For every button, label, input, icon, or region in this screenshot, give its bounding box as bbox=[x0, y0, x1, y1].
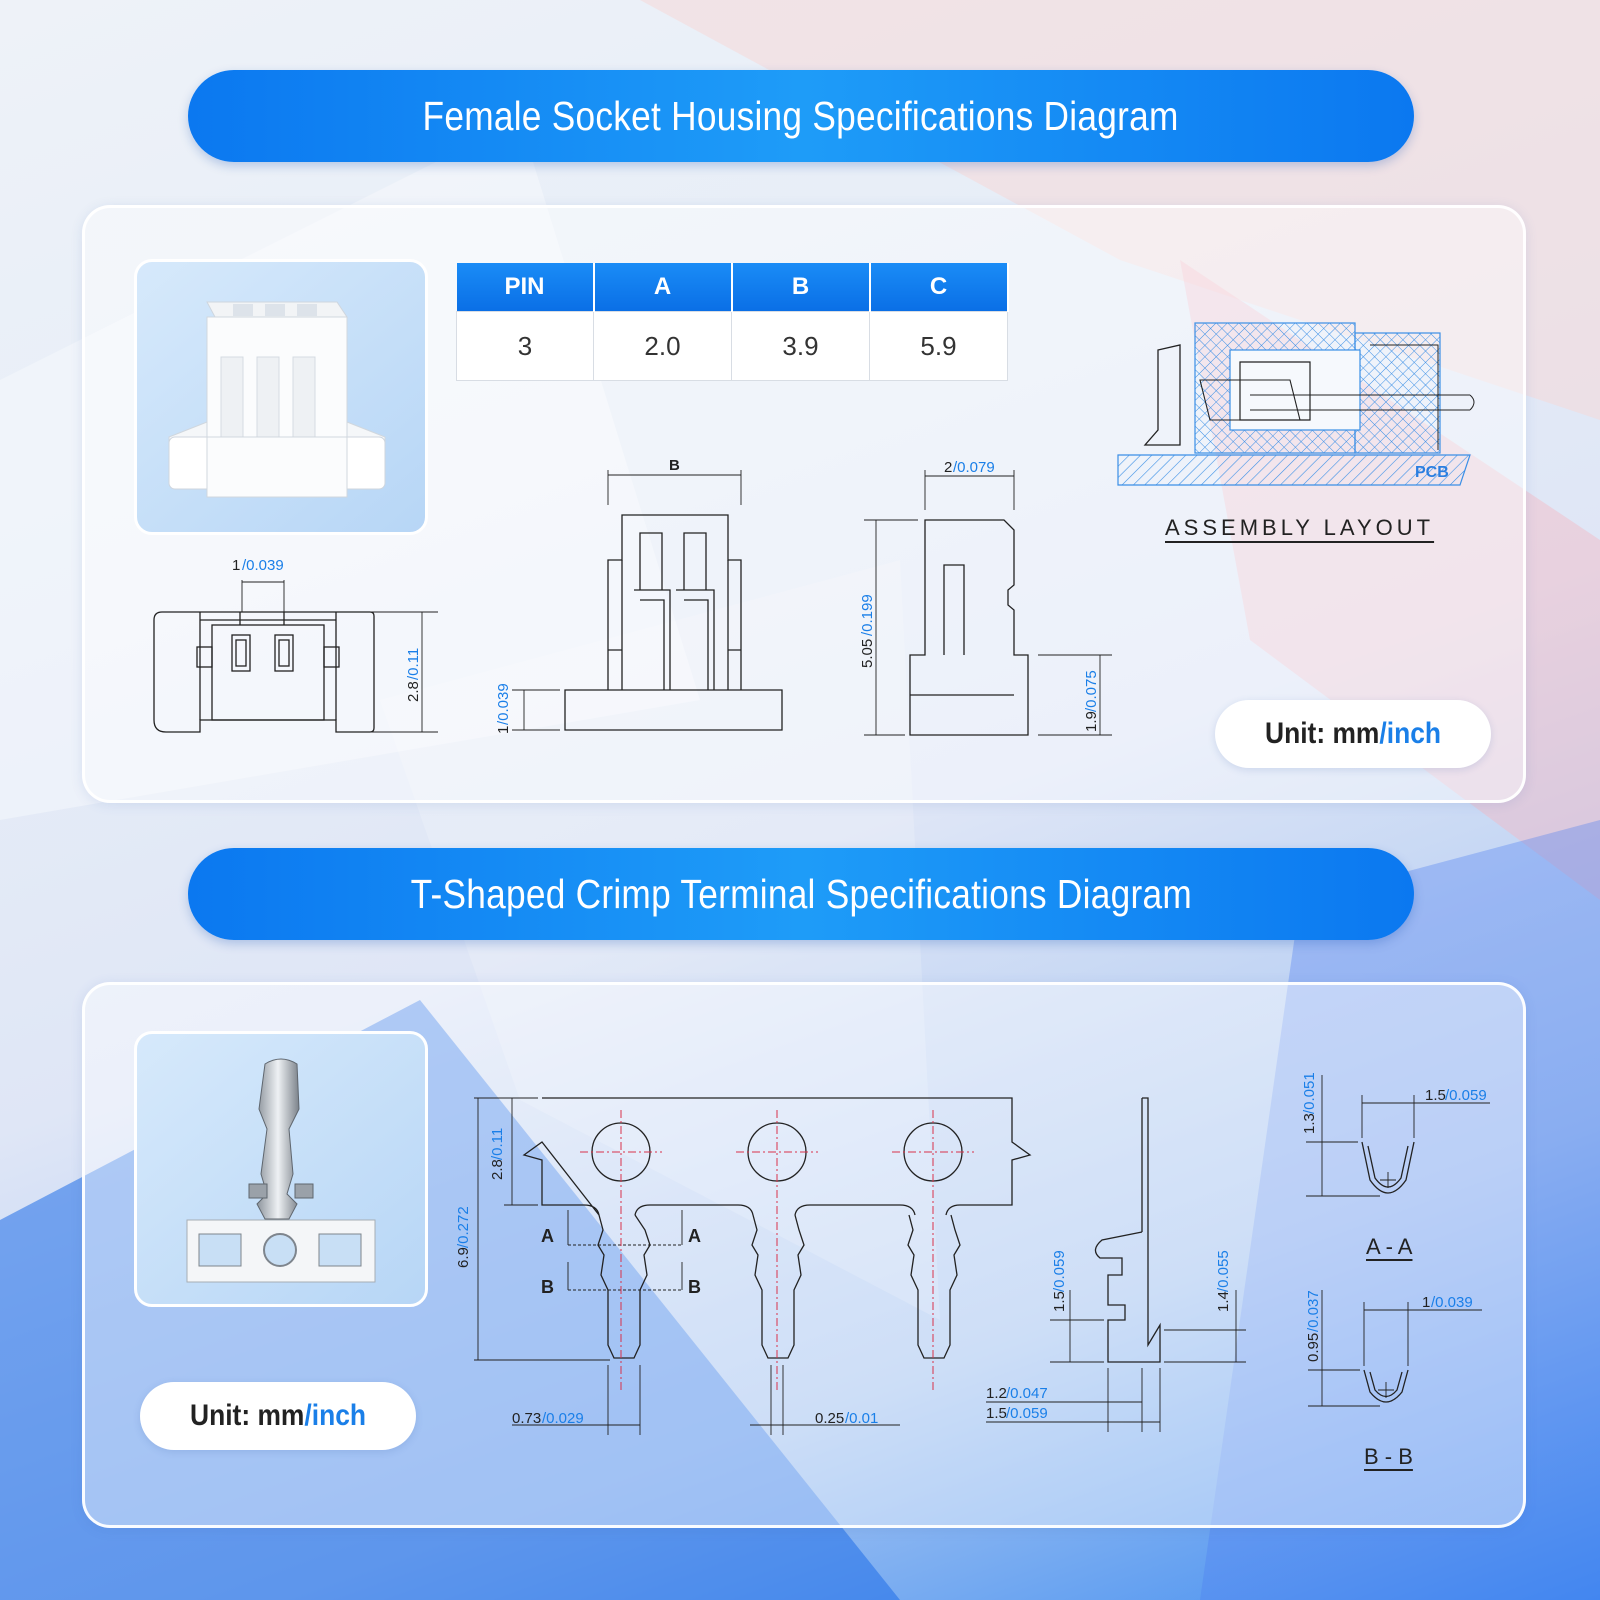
section2-title: T-Shaped Crimp Terminal Specifications D… bbox=[410, 870, 1192, 917]
assembly-layout-label: ASSEMBLY LAYOUT bbox=[1165, 515, 1435, 540]
unit-inch-text-2: /inch bbox=[304, 1399, 366, 1432]
section2-unit-badge: Unit: mm/inch bbox=[140, 1382, 416, 1450]
terminal-photo-illustration bbox=[186, 1058, 376, 1283]
housing-photo-illustration bbox=[168, 301, 386, 498]
section1-title: Female Socket Housing Specifications Dia… bbox=[422, 92, 1180, 139]
cell-c: 5.9 bbox=[869, 311, 1008, 381]
section-bb-label: B - B bbox=[1364, 1444, 1413, 1469]
section-aa-label: A - A bbox=[1366, 1234, 1413, 1259]
header-a: A bbox=[593, 263, 733, 312]
housing-photo bbox=[134, 259, 428, 535]
spec-table-header-row: PIN A B C bbox=[456, 263, 1009, 312]
header-pin: PIN bbox=[456, 263, 595, 312]
section2-title-banner: T-Shaped Crimp Terminal Specifications D… bbox=[188, 848, 1414, 940]
header-b: B bbox=[731, 263, 871, 312]
header-c: C bbox=[869, 263, 1009, 312]
cell-a: 2.0 bbox=[593, 311, 732, 381]
unit-inch-text: /inch bbox=[1379, 717, 1441, 750]
spec-table: PIN A B C 3 2.0 3.9 5.9 bbox=[456, 263, 1009, 381]
table-row: 3 2.0 3.9 5.9 bbox=[456, 311, 1008, 381]
unit-mm-text: Unit: mm bbox=[1264, 717, 1380, 750]
terminal-photo bbox=[134, 1031, 428, 1307]
cell-b: 3.9 bbox=[731, 311, 870, 381]
section1-title-banner: Female Socket Housing Specifications Dia… bbox=[188, 70, 1414, 162]
cell-pin: 3 bbox=[456, 311, 594, 381]
section1-unit-badge: Unit: mm/inch bbox=[1215, 700, 1491, 768]
unit-mm-text-2: Unit: mm bbox=[189, 1399, 305, 1432]
